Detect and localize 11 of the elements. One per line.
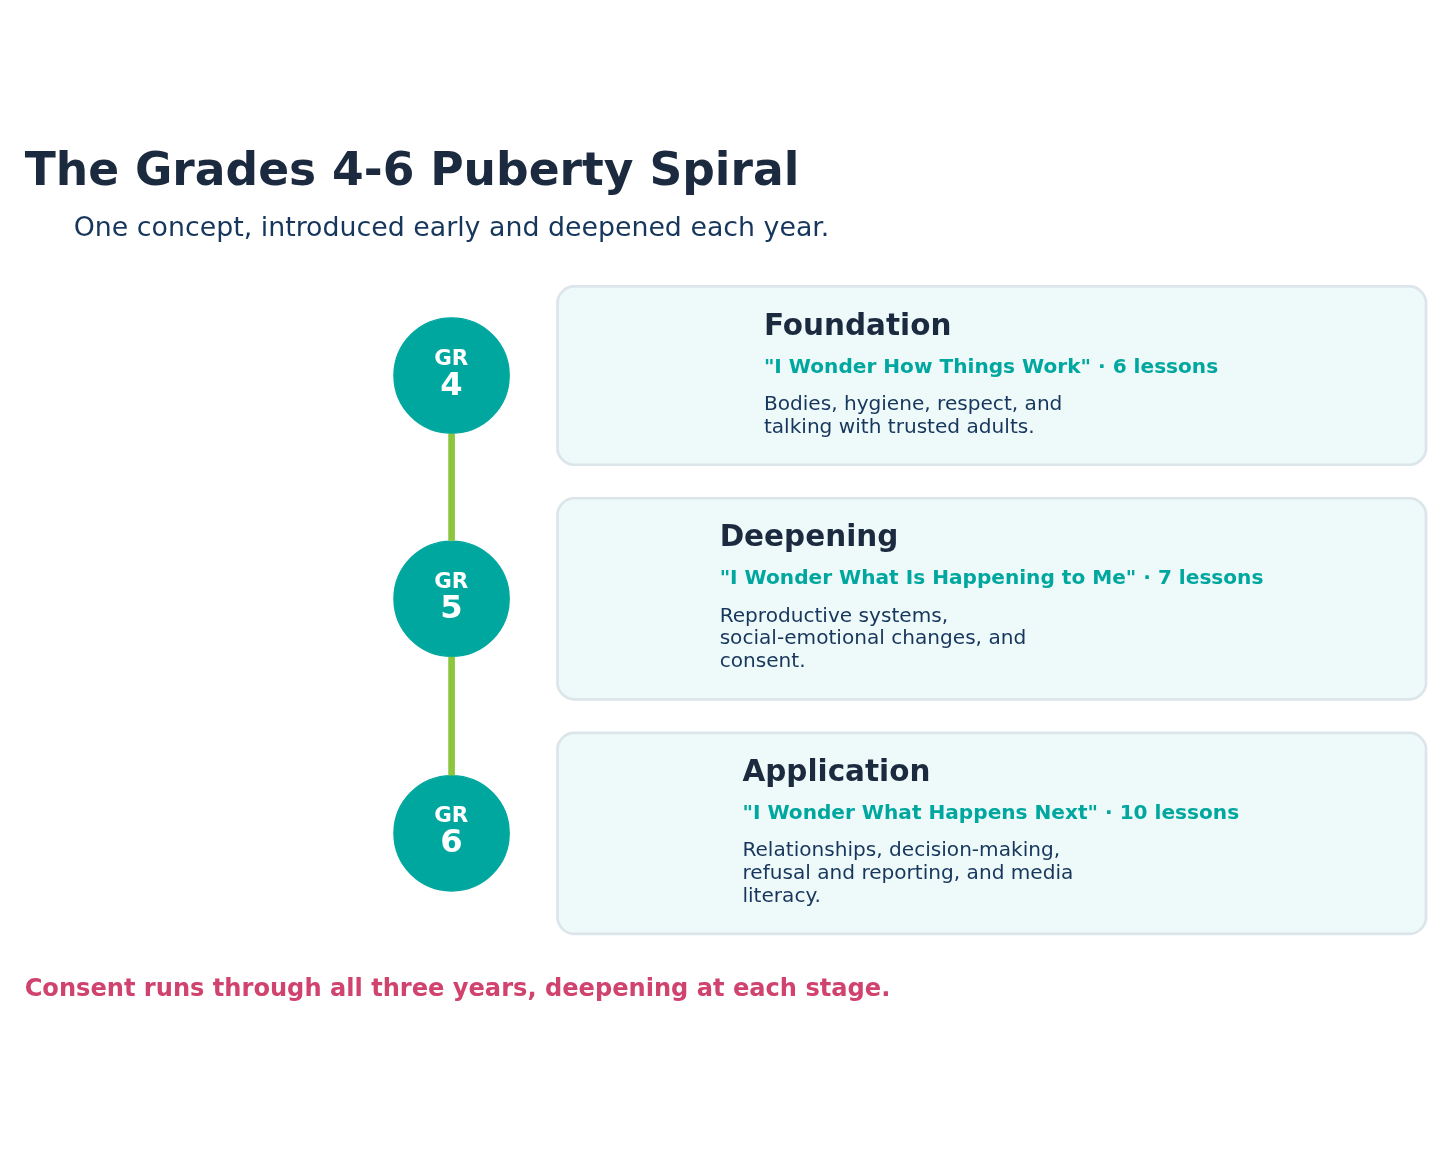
connector (448, 656, 455, 776)
node-circle: GR 4 (393, 317, 510, 434)
diagram-title: The Grades 4-6 Puberty Spiral (24, 142, 800, 196)
node-box: Deepening "I Wonder What Is Happening to Me" · 7 lessons Reproductive systems, social-emotional changes, and consent. (556, 496, 1428, 701)
node-box: Application "I Wonder What Happens Next" · 10 lessons Relationships, decision-making, refusal and reporting, and media literacy. (556, 731, 1428, 936)
label: One concept, introduced early and deepened each year. (73, 210, 830, 242)
connector (448, 433, 455, 541)
node-box: Foundation "I Wonder How Things Work" · 6 lessons Bodies, hygiene, respect, and talking with trusted adults. (556, 285, 1428, 467)
node-circle: GR 5 (393, 540, 510, 658)
node-circle: GR 6 (393, 775, 510, 892)
caption: Consent runs through all three years, deepening at each stage. (24, 974, 891, 1003)
